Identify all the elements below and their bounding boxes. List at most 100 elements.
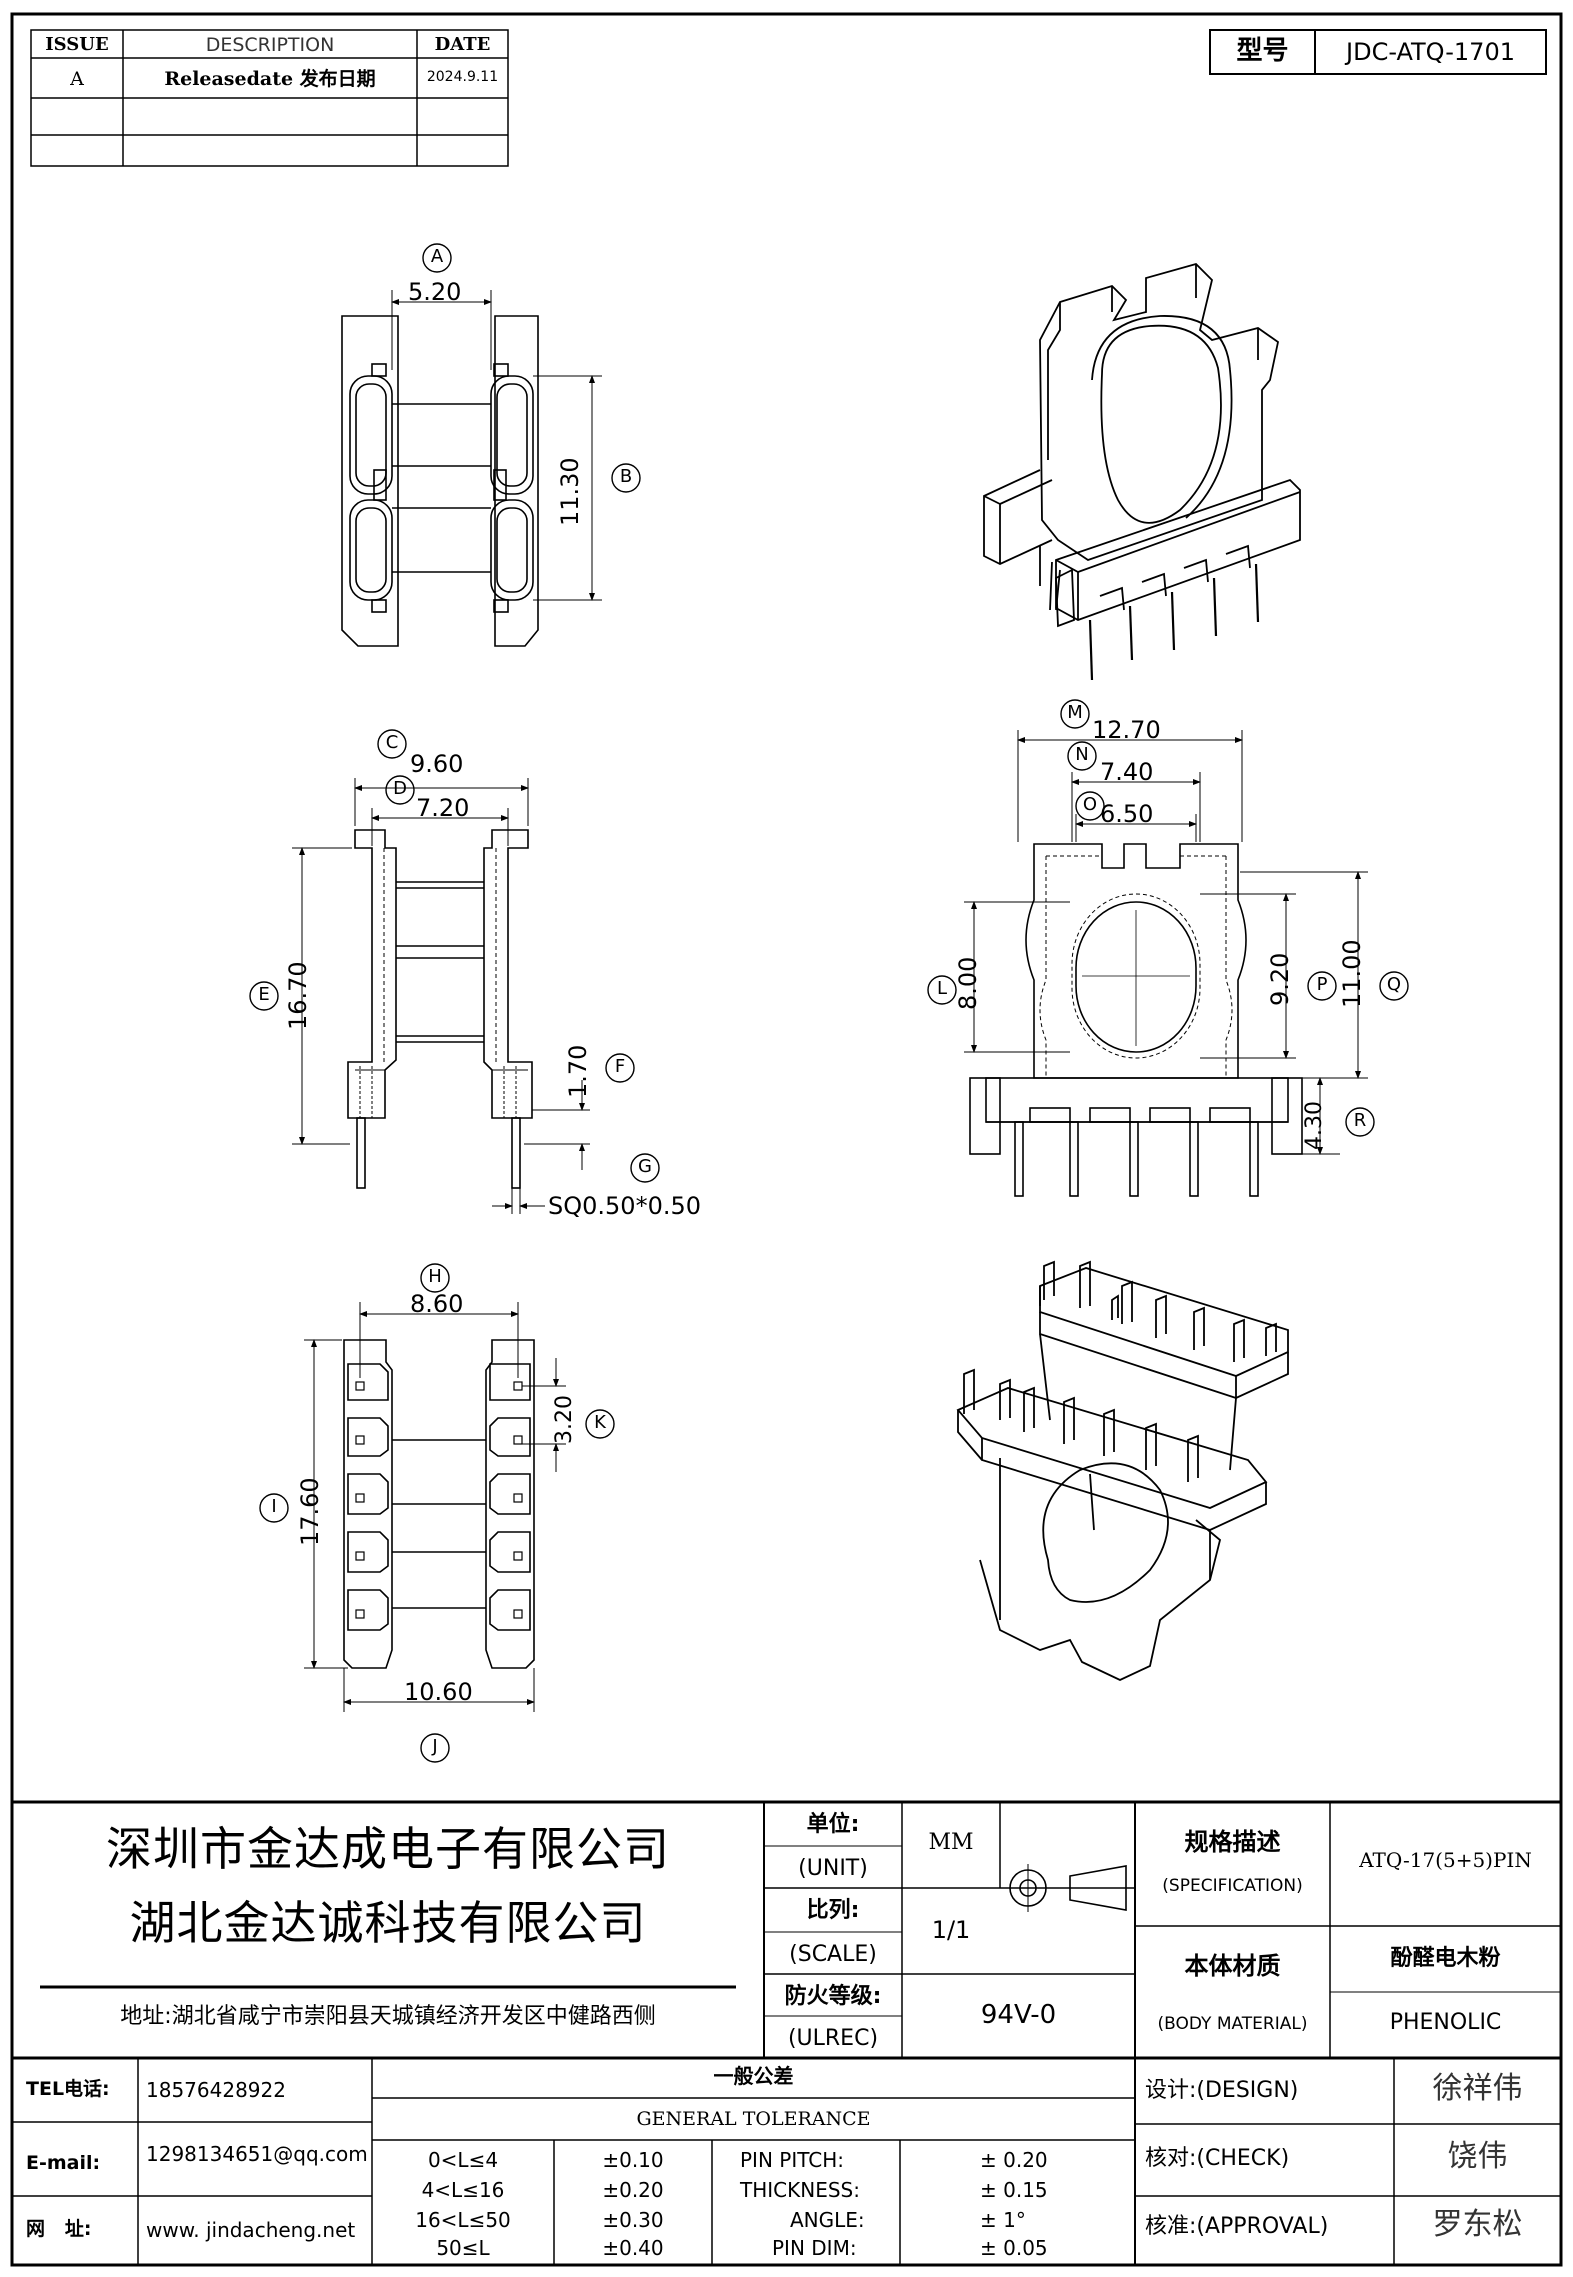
dim-i-value: 17.60 [296,1477,324,1546]
tolerance-item-1: PIN PITCH: [740,2148,845,2172]
left-pin-pads [347,1363,389,1631]
design-name: 徐祥伟 [1432,2071,1523,2106]
dim-c-value: 9.60 [410,750,464,778]
revision-header-date: DATE [434,34,491,55]
tolerance-title-en: GENERAL TOLERANCE [636,2108,871,2130]
approval-name: 罗东松 [1432,2207,1523,2242]
revision-header-description: DESCRIPTION [205,34,335,56]
dim-h-value: 8.60 [410,1290,464,1318]
fire-label-cn: 防火等级: [784,1984,882,2009]
tolerance-item-value-4: ± 0.05 [980,2236,1048,2260]
front-pins [1014,1121,1259,1197]
tolerance-item-2: THICKNESS: [740,2178,860,2202]
tolerance-item-value-2: ± 0.15 [980,2178,1048,2202]
scale-value: 1/1 [931,1916,971,1944]
dim-l-value: 8.00 [954,956,982,1010]
design-label: 设计:(DESIGN) [1145,2078,1299,2103]
right-pin-pads [489,1363,531,1631]
scale-label-en: (SCALE) [789,1942,877,1967]
tolerance-item-3: ANGLE: [790,2208,865,2232]
tag-q: Q [1386,974,1402,995]
projection-symbol [1004,1864,1127,1912]
check-name: 饶伟 [1447,2139,1508,2174]
tag-m: M [1067,702,1083,723]
tag-a: A [430,246,444,267]
tolerance-item-value-1: ± 0.20 [980,2148,1048,2172]
tag-o: O [1082,794,1098,815]
company-address: 地址:湖北省咸宁市崇阳县天城镇经济开发区中健路西侧 [120,2004,656,2029]
pin-squares [355,1381,523,1619]
dim-k-value: 3.20 [552,1395,577,1444]
unit-label-en: (UNIT) [798,1856,868,1881]
spec-value: ATQ-17(5+5)PIN [1359,1848,1532,1872]
tag-l: L [936,978,948,999]
tolerance-range-1: 0<L≤4 [427,2148,499,2172]
tag-b: B [619,466,633,487]
tolerance-value-1: ±0.10 [602,2148,664,2172]
fire-label-en: (ULREC) [787,2026,879,2051]
tag-e: E [258,984,270,1005]
company-name-2: 湖北金达诚科技有限公司 [129,1896,647,1950]
email-label: E-mail: [26,2152,101,2174]
scale-label-cn: 比列: [806,1898,860,1923]
front-view [927,699,1409,1197]
spec-label-cn: 规格描述 [1184,1828,1281,1856]
dim-r-value: 4.30 [1302,1101,1327,1150]
dim-n-value: 7.40 [1100,758,1154,786]
dim-j-value: 10.60 [404,1678,473,1706]
tag-n: N [1075,744,1089,765]
unit-value: MM [928,1830,974,1855]
tolerance-title-cn: 一般公差 [713,2064,794,2088]
tag-d: D [393,778,407,799]
unit-label-cn: 单位: [806,1812,860,1837]
bottom-view [259,1263,615,1763]
tolerance-item-4: PIN DIM: [772,2236,857,2260]
approval-label: 核准:(APPROVAL) [1145,2214,1329,2239]
tel-value: 18576428922 [146,2078,286,2102]
tag-c: C [385,732,399,753]
tag-k: K [594,1412,606,1433]
dim-e-value: 16.70 [284,961,312,1030]
iso-pins-lower [963,1368,1199,1482]
tolerance-value-2: ±0.20 [602,2178,664,2202]
email-value: 1298134651@qq.com [146,2142,368,2166]
dim-g-value: SQ0.50*0.50 [548,1192,701,1220]
company-name-1: 深圳市金达成电子有限公司 [106,1822,670,1876]
title-block-grid [12,1800,1561,2265]
model-label: 型号 [1236,36,1289,66]
revision-row-description: Releasedate 发布日期 [164,68,376,90]
revision-row-date: 2024.9.11 [426,69,499,85]
revision-table [30,29,509,167]
website-label: 网 址: [26,2218,92,2240]
tolerance-range-4: 50≤L [436,2236,490,2260]
model-box [1209,29,1547,75]
model-value: JDC-ATQ-1701 [1346,38,1515,66]
sheet-border [10,12,1563,2267]
dim-a-value: 5.20 [408,278,462,306]
side-view [249,729,660,1214]
dim-d-value: 7.20 [416,794,470,822]
tag-p: P [1316,974,1328,995]
iso-pins-upper [1043,1260,1277,1362]
tag-g: G [638,1156,652,1177]
tag-r: R [1353,1110,1367,1131]
tolerance-value-3: ±0.30 [602,2208,664,2232]
isometric-view-bottom [956,1260,1289,1681]
tel-label: TEL电话: [26,2078,110,2100]
material-label-cn: 本体材质 [1184,1952,1281,1980]
dim-b-value: 11.30 [556,457,584,526]
revision-row-issue: A [70,68,84,90]
tag-j: J [432,1736,438,1757]
material-value-cn: 酚醛电木粉 [1390,1946,1501,1971]
tag-h: H [428,1266,442,1287]
material-label-en: (BODY MATERIAL) [1157,2014,1308,2034]
dim-m-value: 12.70 [1092,716,1161,744]
website-value: www. jindacheng.net [146,2218,356,2242]
tolerance-value-4: ±0.40 [602,2236,664,2260]
dim-q-value: 11.00 [1338,939,1366,1008]
tag-f: F [614,1056,626,1077]
check-label: 核对:(CHECK) [1145,2146,1290,2171]
tolerance-item-value-3: ± 1° [980,2208,1026,2232]
